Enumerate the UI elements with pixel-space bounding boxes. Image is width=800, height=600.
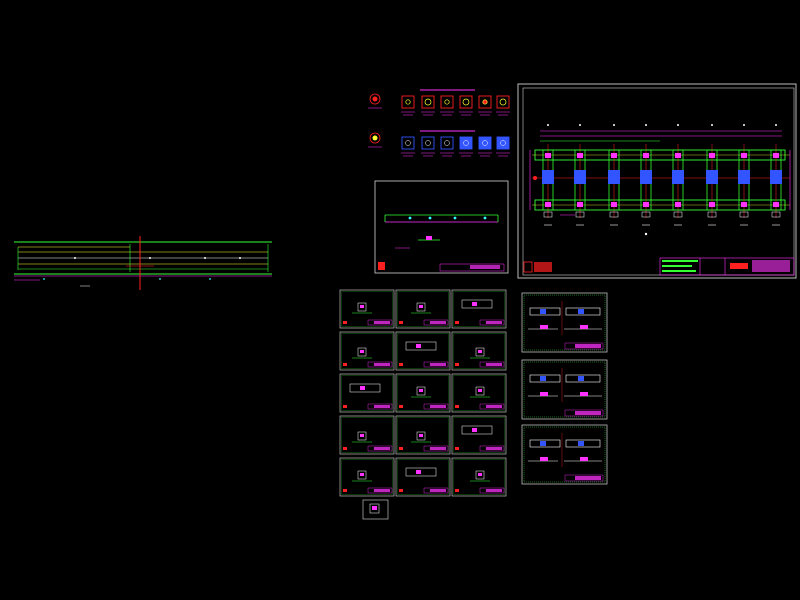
detail-sheet[interactable] <box>395 331 451 371</box>
detail-sheet[interactable] <box>339 415 395 455</box>
plan-column-frame[interactable] <box>574 124 586 226</box>
long-section-elevation[interactable] <box>14 236 272 290</box>
beam-detail-sheets[interactable] <box>521 292 608 485</box>
legend-footing-symbol <box>421 136 435 157</box>
legend-footing-symbol <box>459 136 473 157</box>
detail-sheet[interactable] <box>362 499 389 520</box>
section-detail-sheet[interactable] <box>374 180 509 274</box>
legend-footing-symbol <box>496 136 510 157</box>
detail-sheet[interactable] <box>451 415 507 455</box>
beam-detail-sheet[interactable] <box>521 292 608 353</box>
legend-column-symbol <box>459 95 473 116</box>
detail-sheet[interactable] <box>395 373 451 413</box>
symbol-legend[interactable] <box>368 89 510 157</box>
legend-footing-symbol <box>401 136 415 157</box>
detail-sheet[interactable] <box>339 331 395 371</box>
plan-column-frame[interactable] <box>640 124 652 226</box>
plan-column-frame[interactable] <box>672 124 684 226</box>
detail-sheet[interactable] <box>451 373 507 413</box>
detail-sheet[interactable] <box>339 457 395 497</box>
legend-column-symbol <box>496 95 510 116</box>
legend-column-symbol <box>478 95 492 116</box>
plan-column-frame[interactable] <box>608 124 620 226</box>
detail-sheet[interactable] <box>451 331 507 371</box>
detail-sheet[interactable] <box>451 289 507 329</box>
legend-symbol-reference <box>368 132 382 148</box>
legend-column-symbol <box>401 95 415 116</box>
foundation-plan <box>529 124 791 236</box>
plan-column-frame[interactable] <box>542 124 554 226</box>
detail-sheets-grid[interactable] <box>339 289 507 520</box>
legend-column-symbol <box>440 95 454 116</box>
legend-symbol-reference <box>368 93 382 109</box>
legend-footing-symbol <box>478 136 492 157</box>
detail-sheet[interactable] <box>395 415 451 455</box>
detail-sheet[interactable] <box>451 457 507 497</box>
detail-sheet[interactable] <box>395 289 451 329</box>
plan-column-frame[interactable] <box>770 124 782 226</box>
plan-column-frame[interactable] <box>738 124 750 226</box>
main-plan-sheet[interactable] <box>517 83 797 279</box>
legend-column-symbol <box>421 95 435 116</box>
detail-sheet[interactable] <box>395 457 451 497</box>
beam-detail-sheet[interactable] <box>521 424 608 485</box>
beam-detail-sheet[interactable] <box>521 359 608 420</box>
plan-column-frame[interactable] <box>706 124 718 226</box>
main-sheet-title-block <box>523 257 795 276</box>
detail-sheet[interactable] <box>339 289 395 329</box>
legend-footing-symbol <box>440 136 454 157</box>
detail-sheet[interactable] <box>339 373 395 413</box>
